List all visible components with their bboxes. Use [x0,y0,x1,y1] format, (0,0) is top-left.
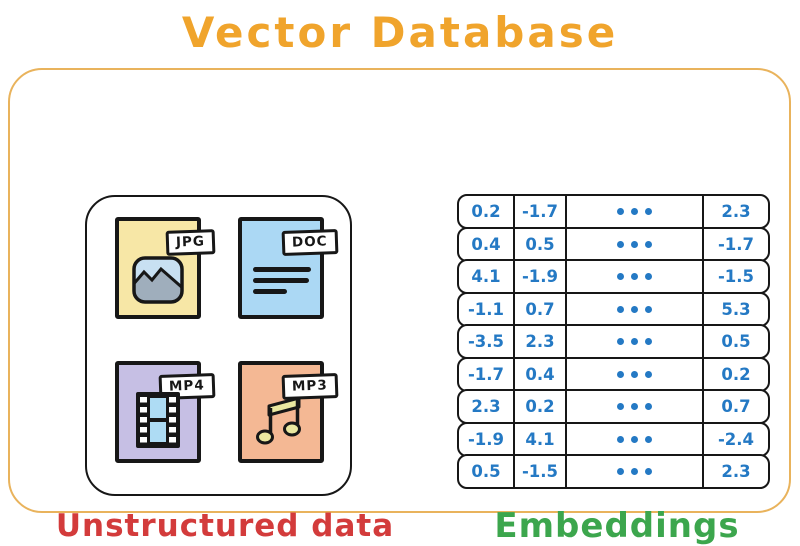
diagram-frame: JPG DOC MP4 [8,68,791,546]
table-row: 4.1 -1.9 -1.5 [457,259,770,294]
cell-value: -1.9 [513,261,565,292]
cell-value: 2.3 [471,397,501,416]
cell-value: -1.5 [702,261,768,292]
ellipsis-dots-icon [565,228,702,260]
cell-value: -1.7 [702,228,768,260]
cell-value: 2.3 [513,326,565,357]
cell-value: 0.5 [702,326,768,357]
file-card-jpg: JPG [115,217,216,319]
film-strip-icon [135,391,181,453]
cell-value: 0.4 [471,234,501,254]
cell-value: 0.2 [513,391,565,422]
ellipsis-dots-icon [565,293,702,325]
ellipsis-dots-icon [565,326,702,357]
cell-value: 0.7 [702,391,768,422]
cell-value: -1.9 [467,429,505,449]
ellipsis-dots-icon [565,456,702,487]
ellipsis-dots-icon [565,261,702,292]
file-card-doc: DOC [238,217,339,319]
ellipsis-dots-icon [565,196,702,227]
cell-value: 0.4 [513,358,565,390]
cell-value: 0.5 [513,228,565,260]
cell-value: 4.1 [471,267,501,286]
page-title: Vector Database [181,8,619,57]
ellipsis-dots-icon [565,423,702,455]
file-card-mp4: MP4 [115,361,216,463]
cell-value: -2.4 [702,423,768,455]
unstructured-data-box: JPG DOC MP4 [85,195,352,496]
file-card-mp3: MP3 [238,361,339,463]
table-row: -1.9 4.1 -2.4 [457,421,770,457]
ellipsis-dots-icon [565,358,702,390]
file-label-doc: DOC [281,229,339,256]
cell-value: 4.1 [513,423,565,455]
cell-value: 5.3 [702,293,768,325]
table-row: 2.3 0.2 0.7 [457,389,770,424]
ellipsis-dots-icon [565,391,702,422]
text-lines-icon [253,267,313,300]
table-row: -1.1 0.7 5.3 [457,291,770,327]
table-row: 0.5 -1.5 2.3 [457,454,770,489]
embeddings-caption: Embeddings [494,506,740,546]
file-label-jpg: JPG [165,229,216,256]
cell-value: -1.7 [513,196,565,227]
cell-value: 0.2 [702,358,768,390]
cell-value: 0.5 [471,462,501,481]
cell-value: -3.5 [467,332,505,351]
table-row: 0.2 -1.7 2.3 [457,194,770,229]
cell-value: 2.3 [702,456,768,487]
table-row: -1.7 0.4 0.2 [457,356,770,392]
cell-value: -1.7 [467,364,505,384]
cell-value: 0.2 [471,202,501,221]
cell-value: -1.5 [513,456,565,487]
image-icon [131,255,185,309]
unstructured-data-caption: Unstructured data [55,508,395,544]
cell-value: 0.7 [513,293,565,325]
embeddings-table: 0.2 -1.7 2.3 0.4 0.5 -1.7 4.1 -1.9 -1.5 … [457,194,770,489]
music-note-icon [255,391,307,451]
cell-value: 2.3 [702,196,768,227]
table-row: 0.4 0.5 -1.7 [457,226,770,262]
table-row: -3.5 2.3 0.5 [457,324,770,359]
cell-value: -1.1 [467,299,505,319]
